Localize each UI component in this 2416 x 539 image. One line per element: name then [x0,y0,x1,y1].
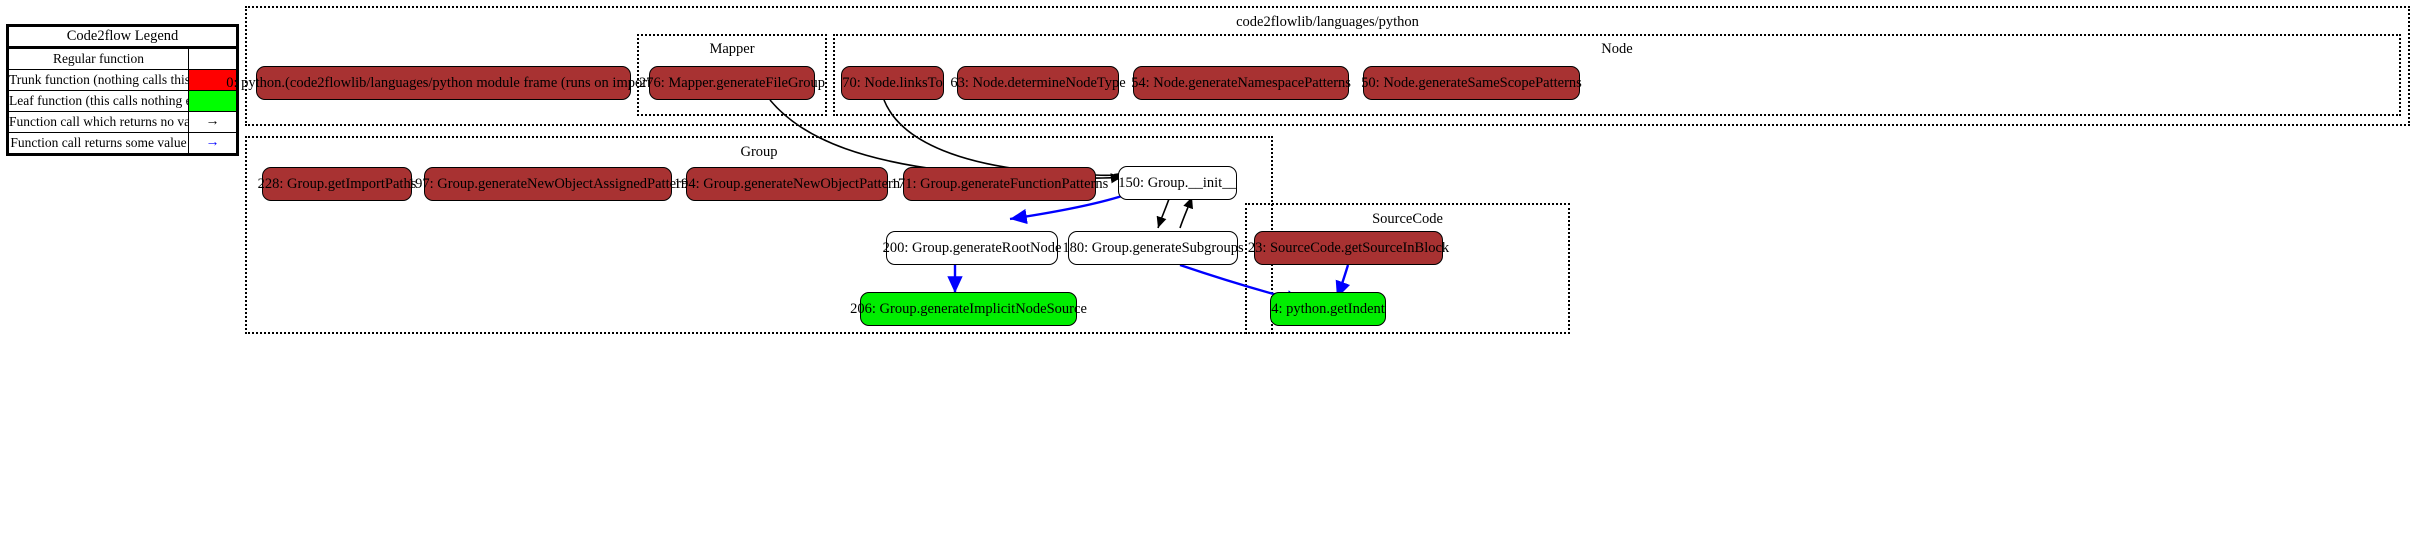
arrow-blue-icon: → [205,135,220,150]
legend-swatch-leaf [189,91,236,111]
cluster-label-group: Group [740,144,778,160]
legend-label-call-some-value: Function call returns some value [9,133,189,153]
node-node-generatesamescopepatterns[interactable]: 50: Node.generateSameScopePatterns [1361,66,1582,100]
legend-row-call-no-value: Function call which returns no value → [9,112,236,133]
arrow-black-icon: → [205,114,220,129]
legend-swatch-regular [189,49,236,69]
cluster-label-node: Node [1601,41,1633,57]
node-sourcecode-getsourceinblock[interactable]: 23: SourceCode.getSourceInBlock [1248,231,1449,265]
legend-label-leaf: Leaf function (this calls nothing else) [9,91,189,111]
node-group-generatesubgroups[interactable]: 180: Group.generateSubgroups [1062,231,1244,265]
cluster-label-mapper: Mapper [709,41,755,57]
node-node-generatenamespacepatterns[interactable]: 54: Node.generateNamespacePatterns [1131,66,1351,100]
node-group-generateimplicitnodesource[interactable]: 206: Group.generateImplicitNodeSource [850,292,1087,326]
legend-title: Code2flow Legend [9,27,236,49]
legend-row-regular: Regular function [9,49,236,70]
node-group-generatenewobjectassignedpattern[interactable]: 197: Group.generateNewObjectAssignedPatt… [408,167,688,201]
node-group-getimportpaths[interactable]: 228: Group.getImportPaths [258,167,416,201]
legend-row-call-some-value: Function call returns some value → [9,133,236,153]
legend-table: Code2flow Legend Regular function Trunk … [6,24,239,156]
node-node-determinenodetype[interactable]: 63: Node.determineNodeType [950,66,1126,100]
legend-swatch-trunk [189,70,236,90]
cluster-label-code2flowlib-languages-python: code2flowlib/languages/python [1236,14,1419,30]
cluster-node: Node [833,34,2401,116]
node-module-frame[interactable]: 0: python.(code2flowlib/languages/python… [226,66,661,100]
node-group-generatenewobjectpattern[interactable]: 194: Group.generateNewObjectPattern [674,167,900,201]
legend-row-trunk: Trunk function (nothing calls this) [9,70,236,91]
node-mapper-generatefilegroup[interactable]: 276: Mapper.generateFileGroup [639,66,825,100]
legend-label-regular: Regular function [9,49,189,69]
cluster-code2flowlib-languages-python: code2flowlib/languages/python [245,6,2410,126]
legend-row-leaf: Leaf function (this calls nothing else) [9,91,236,112]
node-python-getindent[interactable]: 4: python.getIndent [1270,292,1386,326]
cluster-label-sourcecode: SourceCode [1372,211,1443,227]
node-group-init[interactable]: 150: Group.__init__ [1118,166,1237,200]
legend-label-trunk: Trunk function (nothing calls this) [9,70,189,90]
node-group-generatefunctionpatterns[interactable]: 171: Group.generateFunctionPatterns [891,167,1108,201]
node-node-linksto[interactable]: 70: Node.linksTo [841,66,944,100]
cluster-mapper: Mapper [637,34,827,116]
legend-label-call-no-value: Function call which returns no value [9,112,189,132]
node-group-generaterootnode[interactable]: 200: Group.generateRootNode [883,231,1061,265]
